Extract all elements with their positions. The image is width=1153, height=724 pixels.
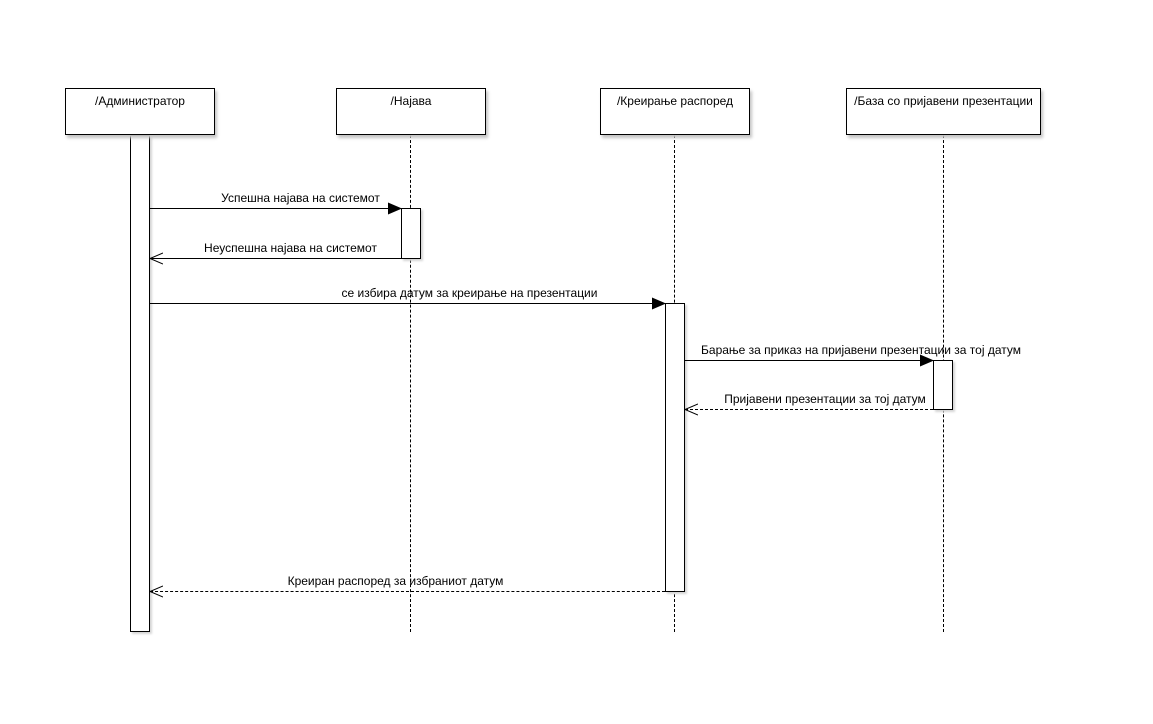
message-label: Успешна најава на системот bbox=[221, 191, 380, 205]
lifeline-head-label: /Најава bbox=[390, 94, 432, 108]
message-line bbox=[685, 409, 933, 410]
message-label: се избира датум за креирање на презентац… bbox=[341, 286, 598, 300]
lifeline-head-label: /Администратор bbox=[95, 94, 185, 108]
message-line bbox=[150, 303, 665, 304]
lifeline-head-label: /База со пријавени презентации bbox=[854, 94, 1033, 108]
lifeline-head-label: /Креирање распоред bbox=[616, 94, 734, 108]
arrowhead-filled-icon bbox=[652, 297, 666, 310]
activation-bar-administrator bbox=[130, 135, 150, 632]
arrowhead-open-icon bbox=[683, 403, 699, 416]
message-label: Креиран распоред за избраниот датум bbox=[287, 574, 504, 588]
arrowhead-open-icon bbox=[148, 252, 164, 265]
lifeline-head-baza: /База со пријавени презентации bbox=[846, 88, 1041, 135]
lifeline-najava bbox=[410, 135, 411, 632]
message-label: Пријавени презентации за тој датум bbox=[724, 392, 926, 406]
lifeline-head-kreiranje-raspored: /Креирање распоред bbox=[600, 88, 750, 135]
activation-bar-baza bbox=[933, 360, 953, 410]
arrowhead-filled-icon bbox=[920, 354, 934, 367]
message-line bbox=[150, 208, 401, 209]
message-line bbox=[150, 258, 401, 259]
message-label: Барање за приказ на пријавени презентаци… bbox=[701, 343, 1021, 357]
arrowhead-filled-icon bbox=[388, 202, 402, 215]
message-line bbox=[685, 360, 933, 361]
arrowhead-open-icon bbox=[148, 585, 164, 598]
activation-bar-najava bbox=[401, 208, 421, 259]
activation-bar-kreiranje-raspored bbox=[665, 303, 685, 592]
message-line bbox=[150, 591, 665, 592]
lifeline-head-administrator: /Администратор bbox=[65, 88, 215, 135]
lifeline-head-najava: /Најава bbox=[336, 88, 486, 135]
message-label: Неуспешна најава на системот bbox=[204, 241, 377, 255]
